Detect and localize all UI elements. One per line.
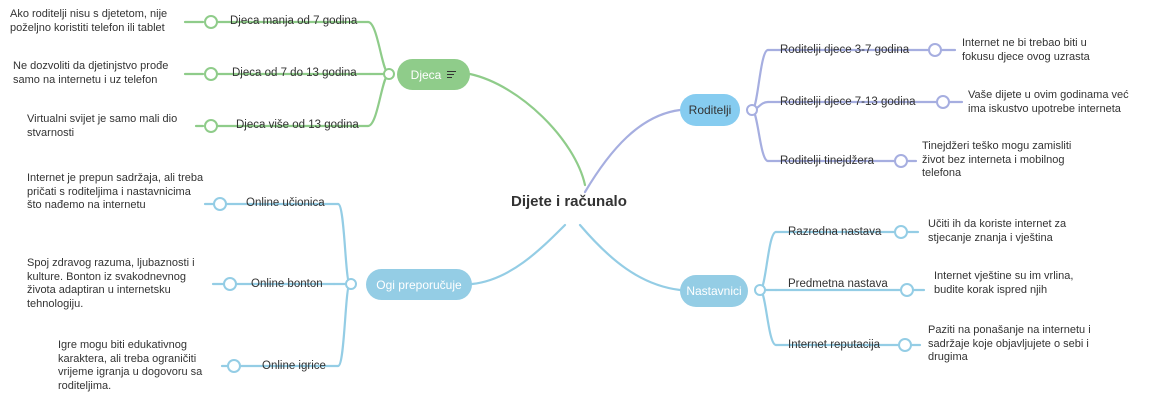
connector-ogi-1	[336, 202, 352, 286]
knob-roditelji-1	[928, 43, 942, 57]
knob-nastavnici-3	[898, 338, 912, 352]
knob-roditelji-2	[936, 95, 950, 109]
branch-nastavnici[interactable]: Nastavnici	[680, 275, 748, 307]
leaf-roditelji-2[interactable]: Vaše dijete u ovim godinama već ima isku…	[968, 89, 1129, 115]
knob-dijeca	[383, 68, 395, 80]
knob-roditelji-3	[894, 154, 908, 168]
connector-center-ogi	[470, 223, 567, 286]
leaf-roditelji-1[interactable]: Internet ne bi trebao biti u fokusu djec…	[962, 37, 1090, 63]
leaf-ogi-1[interactable]: Internet je prepun sadržaja, ali treba p…	[27, 172, 204, 211]
knob-nastavnici-2	[900, 283, 914, 297]
subtopic-online-igrice[interactable]: Online igrice	[262, 360, 326, 372]
connector-center-roditelji	[583, 108, 682, 194]
branch-dijeca[interactable]: Djeca	[397, 59, 470, 90]
branch-ogi-label: Ogi preporučuje	[376, 277, 462, 292]
subtopic-djeca-od-7-do-13[interactable]: Djeca od 7 do 13 godina	[232, 67, 357, 79]
branch-ogi-preporucuje[interactable]: Ogi preporučuje	[366, 269, 472, 300]
subtopic-djeca-manja-od-7[interactable]: Djeca manja od 7 godina	[230, 15, 358, 27]
connector-center-nastavnici	[578, 223, 682, 292]
knob-nastavnici-1	[894, 225, 908, 239]
knob-ogi-2	[223, 277, 237, 291]
leaf-djeca-2[interactable]: Ne dozvoliti da djetinjstvo prođe samo n…	[13, 60, 169, 86]
branch-nastavnici-label: Nastavnici	[686, 284, 742, 298]
central-topic[interactable]: Dijete i računalo	[511, 193, 627, 210]
knob-dijeca-2	[204, 67, 218, 81]
knob-roditelji	[746, 104, 758, 116]
branch-dijeca-label: Djeca	[410, 67, 442, 82]
notes-icon[interactable]	[447, 70, 457, 79]
leaf-ogi-2[interactable]: Spoj zdravog razuma, ljubaznosti i kultu…	[27, 257, 195, 310]
connector-dijeca-3	[366, 72, 391, 128]
connector-dijeca-1	[366, 20, 391, 76]
branch-roditelji[interactable]: Roditelji	[680, 94, 740, 126]
subtopic-roditelji-tinejdzera[interactable]: Roditelji tinejdžera	[780, 155, 874, 167]
leaf-djeca-3[interactable]: Virtualni svijet je samo mali dio stvarn…	[27, 113, 178, 139]
leaf-nastavnici-2[interactable]: Internet vještine su im vrlina, budite k…	[934, 270, 1074, 296]
leaf-ogi-3[interactable]: Igre mogu biti edukativnog karaktera, al…	[58, 339, 203, 392]
knob-dijeca-3	[204, 119, 218, 133]
leaf-roditelji-3[interactable]: Tinejdžeri teško mogu zamisliti život be…	[922, 140, 1072, 179]
knob-dijeca-1	[204, 15, 218, 29]
connector-roditelji-1	[750, 48, 770, 112]
connector-nastavnici-1	[758, 230, 778, 292]
connector-center-dijeca	[468, 72, 587, 187]
subtopic-online-ucionica[interactable]: Online učionica	[246, 197, 325, 209]
subtopic-predmetna-nastava[interactable]: Predmetna nastava	[788, 278, 888, 290]
subtopic-online-bonton[interactable]: Online bonton	[251, 278, 323, 290]
leaf-djeca-1[interactable]: Ako roditelji nisu s djetetom, nije pože…	[10, 8, 168, 34]
subtopic-razredna-nastava[interactable]: Razredna nastava	[788, 226, 882, 238]
subtopic-djeca-vise-od-13[interactable]: Djeca više od 13 godina	[236, 119, 359, 131]
knob-ogi-1	[213, 197, 227, 211]
subtopic-roditelji-7-13[interactable]: Roditelji djece 7-13 godina	[780, 96, 916, 108]
branch-roditelji-label: Roditelji	[688, 103, 732, 117]
subtopic-roditelji-3-7[interactable]: Roditelji djece 3-7 godina	[780, 44, 910, 56]
knob-nastavnici	[754, 284, 766, 296]
leaf-nastavnici-3[interactable]: Paziti na ponašanje na internetu i sadrž…	[928, 324, 1091, 363]
knob-ogi-3	[227, 359, 241, 373]
connector-ogi-3	[336, 282, 352, 368]
connector-nastavnici-3	[758, 288, 778, 347]
leaf-nastavnici-1[interactable]: Učiti ih da koriste internet za stjecanj…	[928, 218, 1067, 244]
connector-roditelji-3	[750, 108, 770, 163]
subtopic-internet-reputacija[interactable]: Internet reputacija	[788, 339, 881, 351]
knob-ogi	[345, 278, 357, 290]
